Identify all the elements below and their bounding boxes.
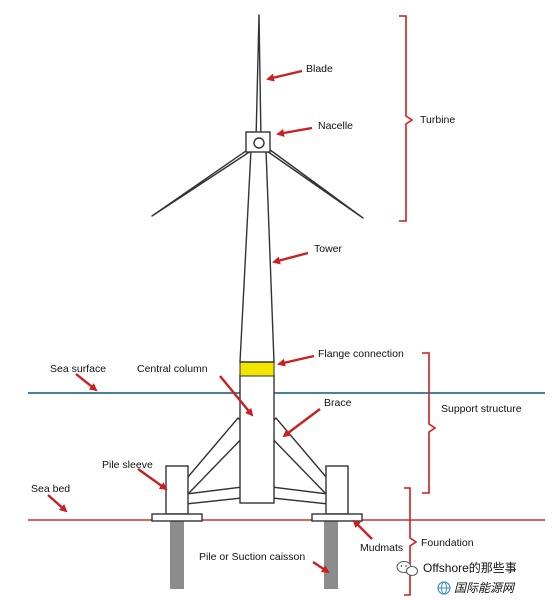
- watermark-text-b: 国际能源网: [454, 581, 516, 595]
- right-pile-sleeve: [325, 465, 349, 515]
- label-tower: Tower: [314, 243, 343, 255]
- group-label-support-structure: Support structure: [441, 403, 522, 415]
- arrow-flange-connection: [277, 354, 315, 367]
- flange-connection: [239, 361, 275, 377]
- arrow-central-column: [219, 375, 254, 417]
- globe-icon: [437, 581, 451, 595]
- label-pile-sleeve: Pile sleeve: [102, 459, 153, 471]
- arrow-pile-sleeve: [137, 468, 168, 491]
- arrow-sea-bed: [47, 494, 68, 513]
- turbine-bracket: [399, 15, 414, 222]
- label-sea-surface: Sea surface: [50, 363, 106, 375]
- tower: [239, 149, 275, 363]
- arrow-sea-surface: [75, 373, 98, 392]
- arrow-pile: [312, 561, 330, 574]
- watermark-text-a: Offshore的那些事: [423, 560, 517, 575]
- central-column: [239, 374, 275, 504]
- group-brackets: [399, 15, 437, 596]
- arrow-tower: [272, 251, 309, 265]
- right-pile: [324, 521, 338, 589]
- arrow-mudmats: [352, 519, 373, 540]
- left-pile: [170, 521, 184, 589]
- label-pile-or-suction-caisson: Pile or Suction caisson: [199, 551, 305, 563]
- blade-up: [255, 14, 262, 141]
- hub: [253, 137, 265, 149]
- wechat-icon: [396, 561, 418, 576]
- arrow-brace: [282, 408, 321, 438]
- left-mudmat: [151, 513, 203, 522]
- label-blade: Blade: [306, 63, 333, 75]
- arrow-nacelle: [276, 126, 313, 137]
- arrow-blade: [266, 69, 303, 82]
- label-mudmats: Mudmats: [360, 542, 403, 554]
- label-nacelle: Nacelle: [318, 120, 353, 132]
- watermark: Offshore的那些事 国际能源网: [396, 560, 517, 595]
- right-mudmat: [311, 513, 363, 522]
- label-central-column: Central column: [137, 363, 208, 375]
- annotation-arrows: [47, 69, 373, 574]
- label-flange-connection: Flange connection: [318, 348, 404, 360]
- support-structure-bracket: [422, 352, 437, 494]
- left-lower-brace: [185, 486, 243, 505]
- blade-right: [261, 143, 364, 219]
- group-label-foundation: Foundation: [421, 537, 474, 549]
- label-brace: Brace: [324, 397, 352, 409]
- foundation-bracket: [404, 487, 418, 596]
- right-lower-brace: [271, 486, 329, 505]
- blade-left: [151, 143, 257, 217]
- label-sea-bed: Sea bed: [31, 483, 70, 495]
- group-label-turbine: Turbine: [420, 114, 455, 126]
- left-pile-sleeve: [165, 465, 189, 515]
